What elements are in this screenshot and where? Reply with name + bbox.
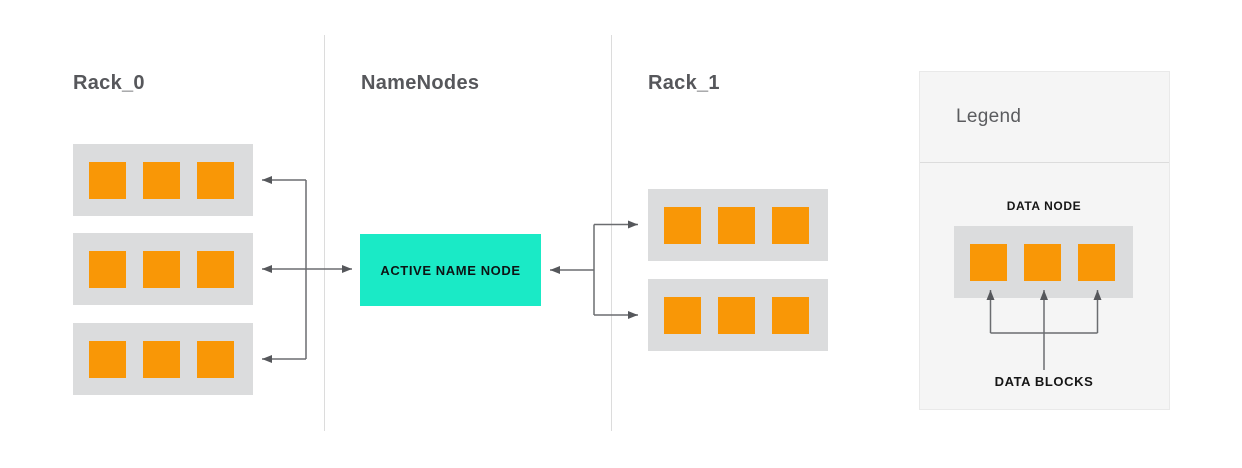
data-node <box>73 144 253 216</box>
data-node <box>648 279 828 351</box>
data-block <box>718 296 755 334</box>
data-block <box>718 206 755 244</box>
data-block <box>664 206 701 244</box>
data-block <box>970 243 1007 281</box>
data-block <box>197 161 234 199</box>
active-name-node-label: ACTIVE NAME NODE <box>380 262 521 278</box>
data-block <box>89 250 126 288</box>
data-block <box>89 340 126 378</box>
active-name-node-box: ACTIVE NAME NODE <box>360 234 541 306</box>
data-block <box>772 206 809 244</box>
data-block <box>143 250 180 288</box>
data-block <box>143 161 180 199</box>
section-divider-right <box>611 35 612 431</box>
namenodes-title: NameNodes <box>361 72 480 94</box>
data-block <box>664 296 701 334</box>
legend-title: Legend <box>956 106 1022 127</box>
data-block <box>89 161 126 199</box>
data-block <box>197 250 234 288</box>
data-node <box>648 189 828 261</box>
rack1-title: Rack_1 <box>648 72 720 94</box>
data-block <box>772 296 809 334</box>
data-node <box>73 233 253 305</box>
section-divider-left <box>324 35 325 431</box>
data-block <box>1024 243 1061 281</box>
data-block <box>143 340 180 378</box>
data-block <box>1078 243 1115 281</box>
data-block <box>197 340 234 378</box>
legend-panel: Legend DATA NODE DATA BLOCKS <box>919 71 1170 410</box>
data-node <box>73 323 253 395</box>
rack0-title: Rack_0 <box>73 72 145 94</box>
legend-data-node <box>954 226 1133 298</box>
legend-data-node-label: DATA NODE <box>1006 199 1082 213</box>
legend-data-blocks-label: DATA BLOCKS <box>994 374 1094 389</box>
legend-header-divider <box>920 162 1169 163</box>
